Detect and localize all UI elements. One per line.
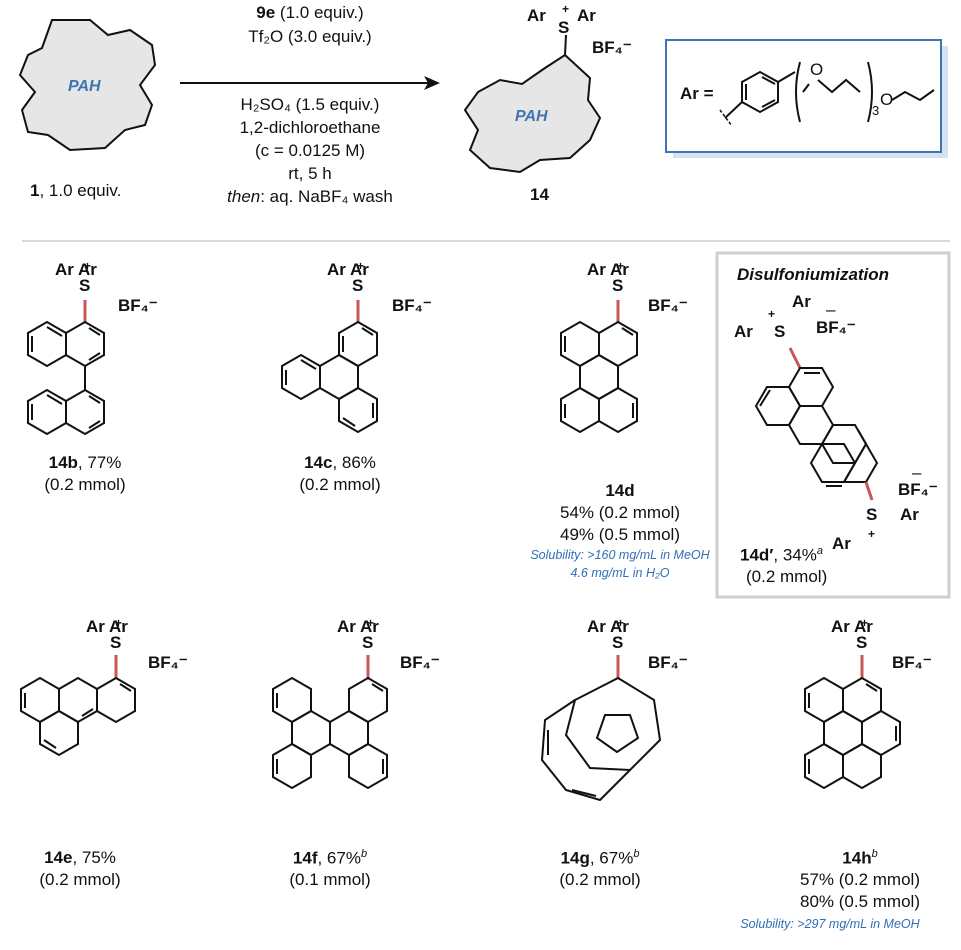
structure-14c	[281, 300, 378, 434]
condition-time: rt, 5 h	[288, 164, 332, 183]
ar-definition-box	[665, 39, 942, 153]
s-14e: S	[110, 633, 122, 652]
yield1-14h: 57% (0.2 mmol)	[800, 870, 920, 889]
product-plus: +	[562, 2, 570, 16]
product-ar-left: Ar	[527, 6, 546, 25]
structure-14d-prime	[754, 347, 879, 501]
ar-bottom-14d-prime: Ar	[832, 534, 851, 553]
ar-left-14d-prime: Ar	[734, 322, 753, 341]
s-14b: S	[79, 276, 91, 295]
ar-repeat-subscript: 3	[872, 103, 880, 118]
plus-14g: +	[617, 616, 625, 630]
sulfonium-14g: Ar Ar	[587, 617, 629, 636]
s-14d: S	[612, 276, 624, 295]
structure-14e	[20, 655, 136, 757]
product-ar-right: Ar	[577, 6, 596, 25]
s-14g: S	[612, 633, 624, 652]
condition-concentration: (c = 0.0125 M)	[254, 141, 366, 160]
bf4-14g: BF₄⁻	[648, 653, 688, 672]
condition-h2so4: H₂SO₄ (1.5 equiv.)	[240, 95, 380, 114]
sulfonium-14c: Ar Ar	[327, 260, 369, 279]
scale-14c: (0.2 mmol)	[299, 475, 381, 494]
minus-top-14d-prime: –	[826, 300, 836, 319]
plus-14f: +	[367, 616, 375, 630]
ar-oxygen-1: O	[810, 60, 824, 79]
s-top-14d-prime: S	[774, 322, 786, 341]
bf4-14e: BF₄⁻	[148, 653, 188, 672]
ar-right-14d-prime: Ar	[900, 505, 919, 524]
sulfonium-14b: Ar Ar	[55, 260, 97, 279]
label-14d: 14d	[605, 481, 635, 500]
scale-14g: (0.2 mmol)	[559, 870, 641, 889]
bf4-14b: BF₄⁻	[118, 296, 158, 315]
yield1-14d: 54% (0.2 mmol)	[560, 503, 680, 522]
yield2-14d: 49% (0.5 mmol)	[560, 525, 680, 544]
ar-oxygen-2: O	[880, 90, 894, 109]
ar-top-14d-prime: Ar	[792, 292, 811, 311]
bf4-14f: BF₄⁻	[400, 653, 440, 672]
label-14f: 14f, 67%b	[292, 848, 368, 868]
bf4-14d: BF₄⁻	[648, 296, 688, 315]
plus-14h: +	[861, 616, 869, 630]
label-14h: 14hb	[842, 848, 878, 868]
plus-top-14d-prime: +	[768, 307, 776, 321]
condition-workup: then: aq. NaBF₄ wash	[227, 187, 393, 206]
condition-solvent: 1,2-dichloroethane	[239, 118, 381, 137]
condition-tf2o: Tf₂O (3.0 equiv.)	[248, 27, 372, 46]
bf4-14c: BF₄⁻	[392, 296, 432, 315]
structure-14f	[272, 655, 388, 790]
product-s: S	[558, 18, 570, 37]
bf4-14h: BF₄⁻	[892, 653, 932, 672]
ar-definition-label: Ar =	[680, 84, 714, 103]
yield2-14h: 80% (0.5 mmol)	[800, 892, 920, 911]
plus-14c: +	[357, 259, 365, 273]
disulfoniumization-title: Disulfoniumization	[737, 265, 890, 284]
pah-label-start: PAH	[68, 78, 101, 95]
sulfonium-14f: Ar Ar	[337, 617, 379, 636]
label-14d-prime: 14d′, 34%a	[740, 545, 823, 565]
s-14c: S	[352, 276, 364, 295]
scale-14e: (0.2 mmol)	[39, 870, 121, 889]
structure-14g	[540, 655, 662, 802]
s-bottom-14d-prime: S	[866, 505, 878, 524]
plus-14e: +	[115, 616, 123, 630]
plus-14b: +	[84, 259, 92, 273]
minus-bottom-14d-prime: –	[912, 463, 922, 482]
structure-14b	[27, 300, 105, 436]
bf4-top-14d-prime: BF₄⁻	[816, 318, 856, 337]
pah-blob-product	[463, 53, 602, 174]
label-14c: 14c, 86%	[304, 453, 376, 472]
plus-bottom-14d-prime: +	[868, 527, 876, 541]
start-material-label: 1, 1.0 equiv.	[30, 181, 122, 200]
label-14e: 14e, 75%	[44, 848, 116, 867]
s-14f: S	[362, 633, 374, 652]
product-label: 14	[530, 185, 549, 204]
scale-14b: (0.2 mmol)	[44, 475, 126, 494]
solubility-14h-meoh: Solubility: >297 mg/mL in MeOH	[740, 917, 920, 931]
pah-label-product: PAH	[515, 108, 548, 125]
bf4-bottom-14d-prime: BF₄⁻	[898, 480, 938, 499]
product-bf4: BF₄⁻	[592, 38, 632, 57]
scale-14f: (0.1 mmol)	[289, 870, 371, 889]
disulfoniumization-box	[715, 251, 951, 599]
structure-14d	[560, 300, 638, 434]
scale-14d-prime: (0.2 mmol)	[746, 567, 828, 586]
sulfonium-14h: Ar Ar	[831, 617, 873, 636]
sulfonium-14e: Ar Ar	[86, 617, 128, 636]
label-14b: 14b, 77%	[48, 453, 122, 472]
pah-blob-start	[18, 19, 157, 152]
label-14g: 14g, 67%b	[560, 848, 640, 868]
plus-14d: +	[617, 259, 625, 273]
s-14h: S	[856, 633, 868, 652]
solubility-14d-water: 4.6 mg/mL in H₂O	[570, 566, 670, 580]
solubility-14d-meoh: Solubility: >160 mg/mL in MeOH	[530, 548, 710, 562]
sulfonium-14d: Ar Ar	[587, 260, 629, 279]
arrowhead	[424, 76, 440, 90]
condition-reagent: 9e (1.0 equiv.)	[256, 3, 364, 22]
structure-14h	[804, 655, 901, 790]
